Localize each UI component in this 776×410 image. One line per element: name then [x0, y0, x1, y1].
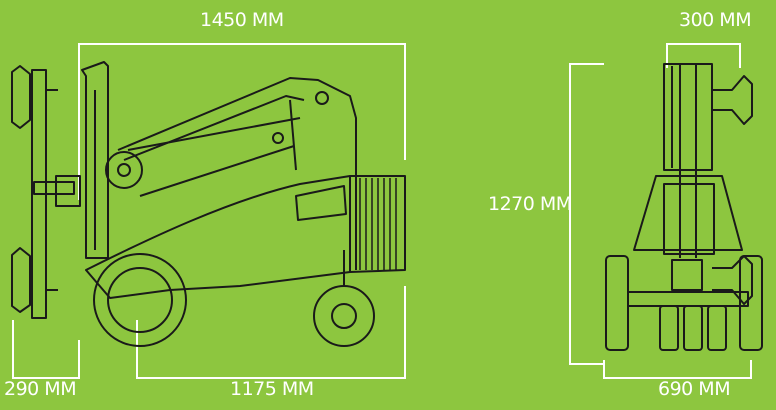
boom-depth-label: 300 MM [679, 9, 752, 31]
base-width-label: 690 MM [658, 378, 731, 400]
suction-frame-width-label: 290 MM [4, 378, 77, 400]
base-length-label: 1175 MM [230, 378, 314, 400]
overall-length-label: 1450 MM [200, 9, 284, 31]
height-label: 1270 MM [488, 193, 572, 215]
